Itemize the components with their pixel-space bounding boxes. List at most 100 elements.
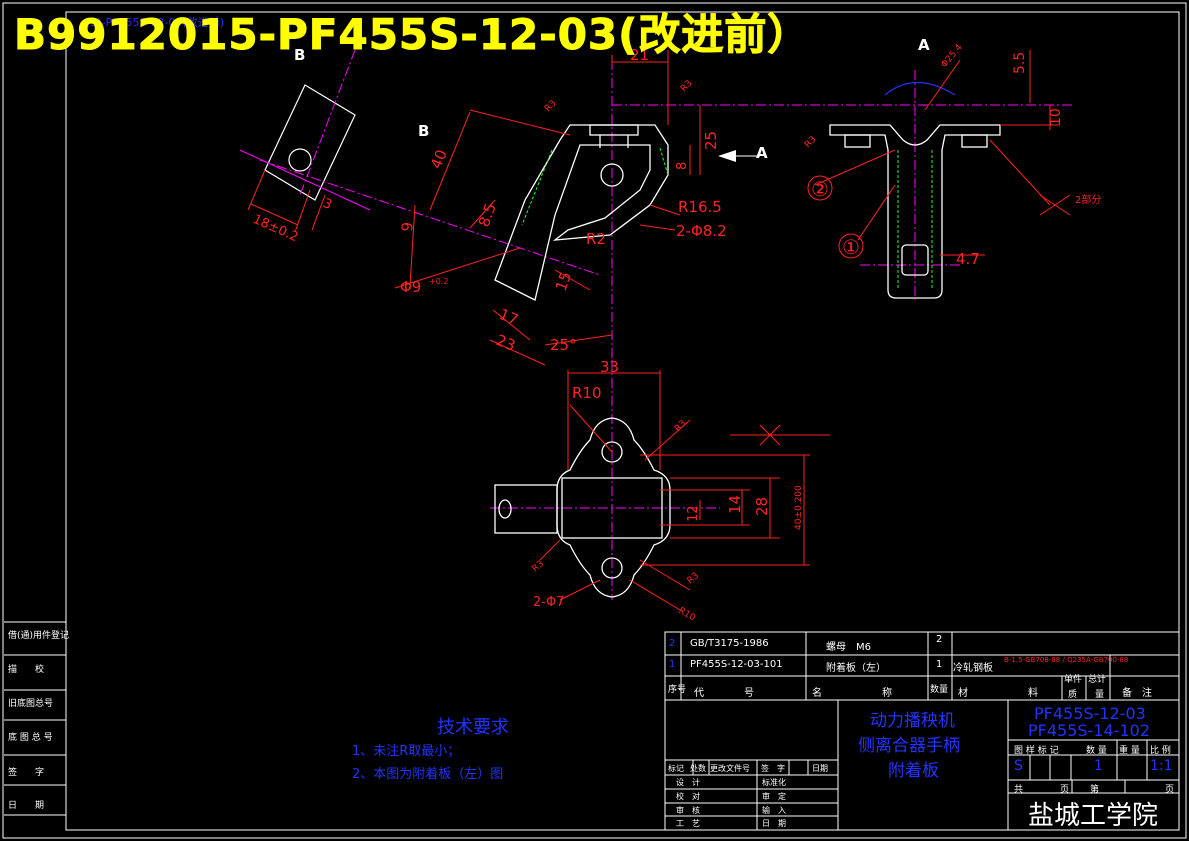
drawing-code-2: PF455S-14-102 bbox=[1028, 721, 1150, 740]
sign-header-count: 处数 bbox=[690, 764, 706, 773]
dim-r3-f: R3 bbox=[686, 571, 702, 586]
view-b-section: 18±0.2 3 bbox=[239, 49, 371, 245]
stage-header-mark: 图 样 标 记 bbox=[1014, 746, 1059, 756]
dim-r3-b: R3 bbox=[679, 79, 695, 95]
dim-r3-e: R3 bbox=[531, 559, 547, 574]
dim-phi9: Φ9 bbox=[400, 278, 421, 296]
dim-9: 9 bbox=[398, 221, 417, 232]
view-label-b-mid: B bbox=[418, 122, 429, 140]
sign-row-input: 输 入 bbox=[762, 806, 786, 815]
sheet-no: 第 bbox=[1090, 785, 1100, 795]
sign-row-design: 设 计 bbox=[676, 778, 700, 787]
balloon-2: ② bbox=[811, 177, 829, 201]
dim-r10-b: R10 bbox=[677, 606, 698, 624]
bom-row-1-code: PF455S-12-03-101 bbox=[690, 659, 783, 670]
tech-note-2: 2、本图为附着板（左）图 bbox=[352, 767, 504, 782]
stage-ratio-value: 1:1 bbox=[1150, 758, 1173, 774]
bom-row-2-qty: 2 bbox=[936, 634, 943, 645]
bom-header-remarks: 备 注 bbox=[1122, 688, 1152, 699]
dim-4-7: 4.7 bbox=[956, 250, 980, 268]
tech-requirements-title: 技术要求 bbox=[437, 717, 509, 738]
sheet-total: 共 bbox=[1014, 785, 1024, 795]
side-row-borrow: 借(通)用件登记 bbox=[8, 631, 70, 641]
dim-holes-8-2: 2-Φ8.2 bbox=[676, 222, 727, 240]
bom-row-1-seq: 1 bbox=[669, 659, 676, 670]
stage-mark-value: S bbox=[1014, 758, 1023, 774]
dim-r3-d: R3 bbox=[673, 419, 689, 435]
product-name-line2: 侧离合器手柄 bbox=[858, 736, 960, 756]
bom-header-name: 名 称 bbox=[812, 688, 892, 699]
sign-row-process: 工 艺 bbox=[676, 819, 700, 828]
dim-23: 23 bbox=[494, 331, 518, 355]
dim-8-5: 8.5 bbox=[475, 201, 500, 230]
sign-row-date: 日 期 bbox=[762, 819, 786, 828]
sign-row-review: 审 核 bbox=[676, 806, 700, 815]
bom-row-1-name: 附着板（左） bbox=[826, 663, 886, 674]
sign-row-check: 校 对 bbox=[676, 792, 700, 801]
bom-row-1-qty: 1 bbox=[936, 659, 943, 670]
dim-25: 25 bbox=[702, 131, 720, 150]
stage-header-weight: 重 量 bbox=[1119, 746, 1140, 756]
dim-r3-c: R3 bbox=[803, 135, 819, 151]
bom-header-total: 总计 bbox=[1088, 675, 1107, 685]
view-a-section: 5.5 10 Φ25.4 4.7 R3 2部分 ② ① A bbox=[803, 36, 1101, 300]
dim-40-tol: 40±0.200 bbox=[794, 485, 804, 530]
dim-28: 28 bbox=[753, 497, 771, 516]
dim-10: 10 bbox=[1048, 108, 1064, 126]
dim-3: 3 bbox=[320, 196, 334, 213]
product-name-line1: 动力播秧机 bbox=[870, 711, 955, 731]
dim-15: 15 bbox=[552, 269, 575, 293]
bom-row-1-mat-note: B-1.5-GB708-88 / Q235A-GB700-88 bbox=[1004, 656, 1129, 664]
bom-header-code: 代 号 bbox=[694, 688, 754, 699]
stage-header-qty: 数 量 bbox=[1086, 746, 1107, 756]
view-label-a-top: A bbox=[918, 36, 930, 54]
title-block-grid bbox=[664, 631, 1180, 831]
dim-25-deg: 25° bbox=[550, 336, 577, 354]
bom-header-seq: 序号 bbox=[668, 685, 687, 695]
dim-r16-5: R16.5 bbox=[678, 198, 722, 216]
dim-r2: R2 bbox=[586, 230, 606, 248]
main-view: 21 25 8 40 9 8.5 17 23 15 25° R16.5 2-Φ8… bbox=[259, 46, 1075, 366]
school-name: 盐城工学院 bbox=[1028, 801, 1159, 831]
dim-33: 33 bbox=[600, 358, 619, 376]
bom-header-unit: 单件 bbox=[1064, 675, 1083, 685]
sign-header-doc: 更改文件号 bbox=[710, 764, 750, 773]
drawing-title: B9912015-PF455S-12-03(改进前） bbox=[13, 10, 811, 59]
product-name-line3: 附着板 bbox=[888, 761, 939, 781]
dim-18: 18±0.2 bbox=[250, 212, 300, 245]
tech-note-1: 1、未注R取最小； bbox=[352, 744, 461, 759]
flat-view: 33 R10 14 12 28 40±0.200 R3 R3 R3 R10 2-… bbox=[490, 358, 830, 624]
stage-header-ratio: 比 例 bbox=[1150, 746, 1171, 756]
sign-header-sign: 签 字 bbox=[761, 764, 785, 773]
drawing-code-1: PF455S-12-03 bbox=[1034, 704, 1146, 723]
side-row-base: 底 图 总 号 bbox=[8, 733, 53, 743]
dim-12: 12 bbox=[686, 505, 701, 522]
dim-5-5: 5.5 bbox=[1012, 52, 1028, 74]
sheet-page: 页 bbox=[1165, 785, 1175, 795]
dim-17: 17 bbox=[497, 305, 521, 329]
sign-header-date: 日期 bbox=[812, 764, 828, 773]
side-row-date: 日 期 bbox=[8, 801, 45, 811]
dim-two-parts: 2部分 bbox=[1075, 193, 1101, 206]
bom-row-2-code: GB/T3175-1986 bbox=[690, 638, 769, 649]
sign-header-mark: 标记 bbox=[668, 764, 684, 773]
bom-row-2-name: 螺母 M6 bbox=[826, 642, 871, 653]
balloon-1: ① bbox=[842, 235, 860, 259]
sign-row-approve: 审 定 bbox=[762, 792, 786, 801]
dim-phi25-4: Φ25.4 bbox=[940, 43, 965, 70]
dim-21: 21 bbox=[630, 46, 649, 64]
dim-r3-a: R3 bbox=[543, 99, 559, 115]
dim-14: 14 bbox=[726, 495, 744, 514]
side-row-trace: 描 校 bbox=[8, 665, 45, 675]
dim-r10: R10 bbox=[572, 384, 602, 402]
view-label-a-side: A bbox=[756, 144, 768, 162]
bom-row-1-material: 冷轧钢板 bbox=[953, 663, 993, 674]
dim-8: 8 bbox=[675, 162, 690, 170]
bom-header-weight: 质 量 bbox=[1068, 690, 1105, 700]
dim-holes-7: 2-Φ7 bbox=[533, 595, 564, 610]
sheet-pages: 页 bbox=[1060, 785, 1070, 795]
stage-qty-value: 1 bbox=[1094, 758, 1103, 774]
view-label-b-top: B bbox=[294, 46, 305, 64]
bom-header-material: 材 料 bbox=[958, 688, 1038, 699]
